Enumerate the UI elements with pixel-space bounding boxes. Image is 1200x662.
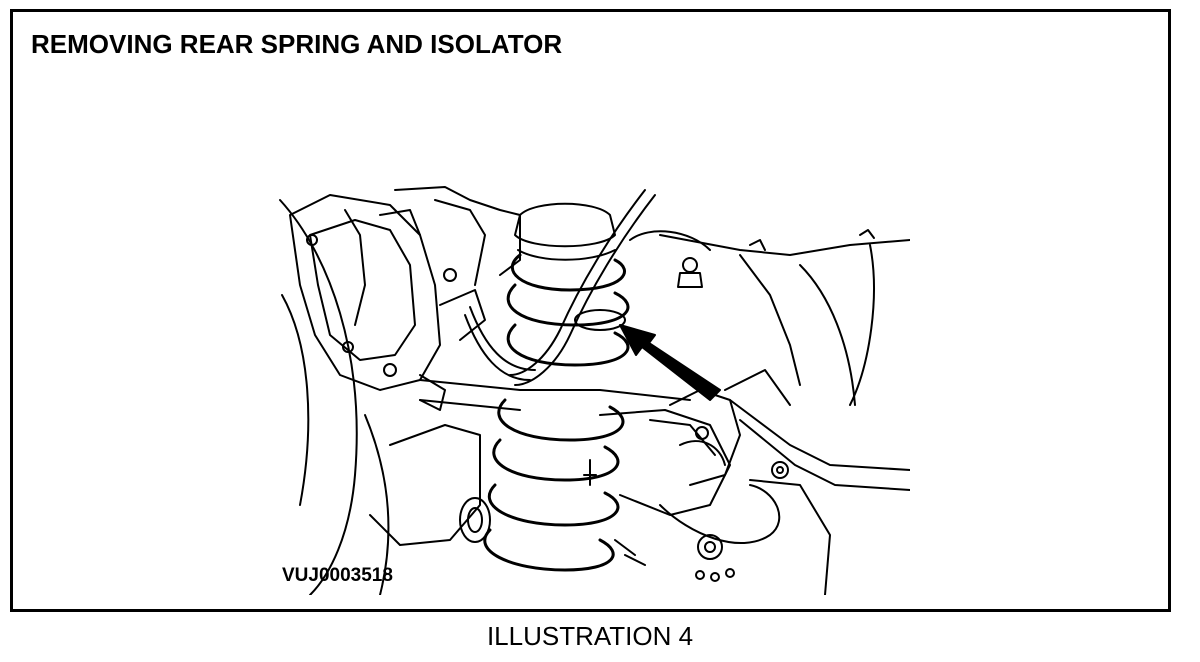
knuckle — [659, 389, 781, 582]
figure-title: REMOVING REAR SPRING AND ISOLATOR — [31, 29, 563, 59]
isolator — [574, 309, 626, 331]
suspension-drawing — [279, 186, 910, 595]
body-bracket — [394, 186, 521, 341]
coil-spring — [483, 253, 630, 572]
pointer-arrow — [619, 324, 721, 401]
figure-frame: REMOVING REAR SPRING AND ISOLATOR — [10, 9, 1171, 612]
figure-caption: ILLUSTRATION 4 — [486, 621, 694, 651]
reference-code: VUJ0003518 — [282, 565, 393, 586]
brake-caliper — [289, 194, 446, 411]
brake-rotor — [279, 199, 390, 595]
spring-bolts — [583, 459, 646, 566]
brake-line — [464, 189, 656, 386]
axle-housing — [369, 379, 731, 546]
upper-spring-seat — [514, 202, 616, 261]
lateral-links — [724, 369, 910, 595]
body-panel — [629, 229, 910, 406]
